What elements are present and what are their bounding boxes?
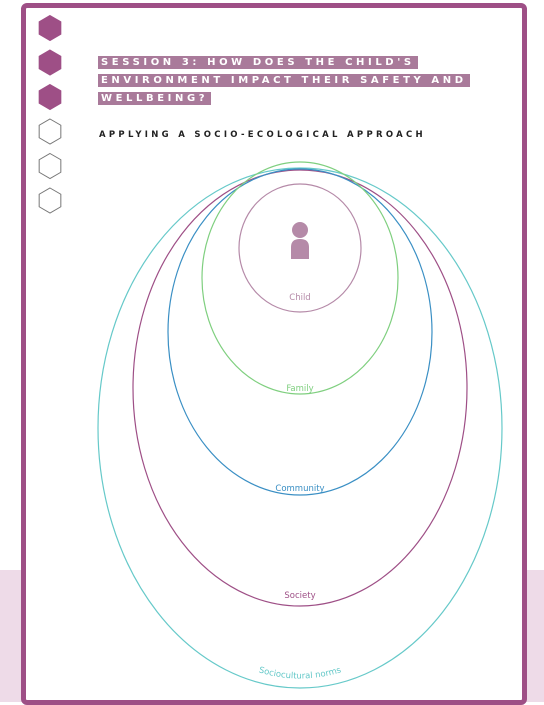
section-subtitle: APPLYING A SOCIO-ECOLOGICAL APPROACH <box>99 130 426 140</box>
session-title-line-3: WELLBEING? <box>98 92 212 105</box>
community-label: Community <box>275 484 324 494</box>
sociocultural-norms-ring <box>97 167 503 689</box>
child-ring <box>238 183 362 313</box>
community-ring <box>167 168 433 496</box>
session-title-line-1: SESSION 3: HOW DOES THE CHILD'S <box>98 56 418 69</box>
session-title: SESSION 3: HOW DOES THE CHILD'S ENVIRONM… <box>98 52 470 106</box>
page-card <box>21 3 527 705</box>
society-ring <box>132 169 468 607</box>
society-label: Society <box>284 591 315 601</box>
person-icon <box>291 222 309 259</box>
sociocultural-norms-label: Sociocultural norms <box>258 665 343 681</box>
session-title-line-2: ENVIRONMENT IMPACT THEIR SAFETY AND <box>98 74 470 87</box>
child-label: Child <box>289 293 310 303</box>
family-ring <box>201 161 399 395</box>
family-label: Family <box>286 384 313 394</box>
